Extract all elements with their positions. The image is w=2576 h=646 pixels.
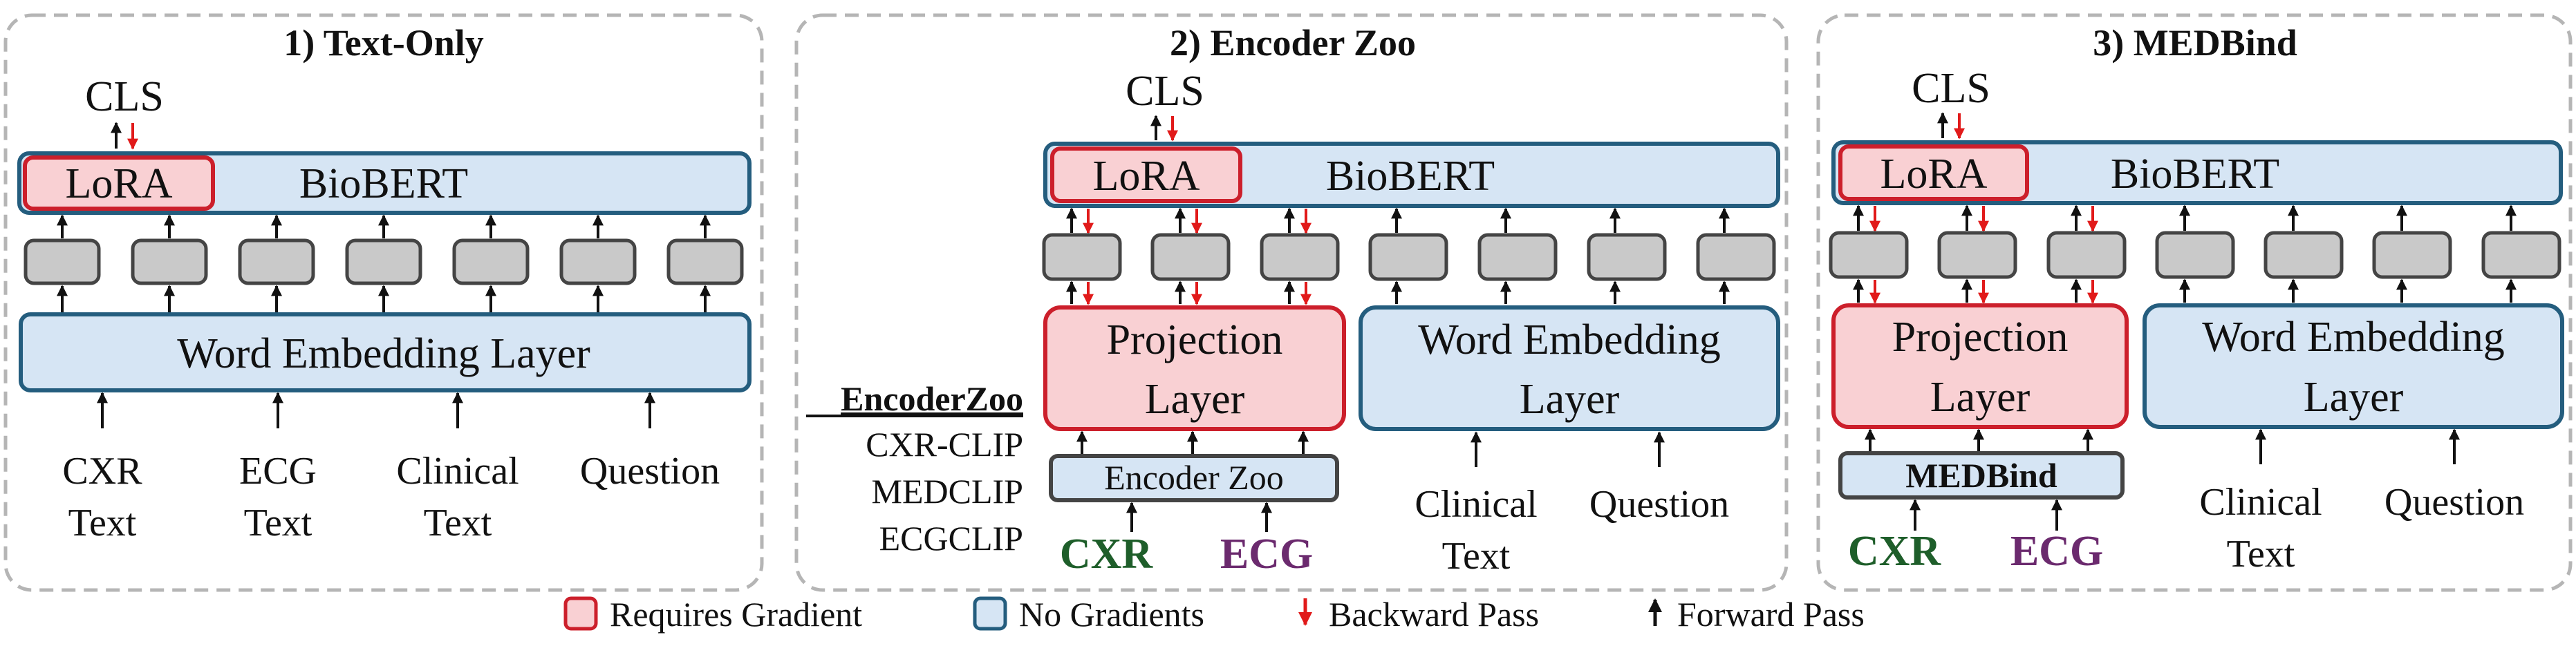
panel-2-biobert-label: BioBERT [1326, 153, 1495, 200]
panel-3-token [1937, 231, 2017, 279]
panel-2-token [1587, 233, 1667, 281]
panel-2-title: 2) Encoder Zoo [1170, 22, 1416, 64]
panel-1-token [24, 238, 101, 285]
panel-3-clinical-line-2: Text [2227, 533, 2295, 576]
panel-1-input-1-line-1: CXR [62, 450, 142, 493]
legend-requires-gradient-label: Requires Gradient [610, 595, 862, 634]
panel-3-word-embedding-box [2143, 303, 2564, 429]
panel-1-lora-label: LoRA [66, 160, 173, 207]
panel-1-input-2-line-1: ECG [239, 450, 317, 493]
panel-1-input-3-line-1: Clinical [396, 450, 519, 493]
panel-3-token [2155, 231, 2235, 279]
panel-3-clinical-line-1: Clinical [2199, 481, 2322, 524]
panel-3-cxr-label: CXR [1848, 528, 1942, 575]
panel-3-token [1829, 231, 1909, 279]
panel-1-token [131, 238, 208, 285]
panel-1-token [238, 238, 315, 285]
panel-2-token [1260, 233, 1340, 281]
panel-1-token [345, 238, 422, 285]
panel-3-question-label: Question [2384, 481, 2524, 524]
panel-2-token [1696, 233, 1776, 281]
panel-2-ecg-label: ECG [1220, 531, 1313, 578]
panel-3-word-embedding-line-1: Word Embedding [2202, 314, 2505, 361]
panel-3-token [2046, 231, 2127, 279]
panel-2-lora-box [1050, 146, 1242, 203]
panel-3-ecg-label: ECG [2010, 528, 2103, 575]
panel-3-biobert-label: BioBERT [2111, 151, 2279, 198]
panel-2-question-label: Question [1589, 483, 1729, 526]
panel-3-medbind-label: MEDBind [1905, 456, 2057, 495]
encoder-zoo-list-heading: EncoderZoo [841, 379, 1023, 418]
panel-2-token [1150, 233, 1231, 281]
panel-3: CLS LoRA BioBERT [1829, 65, 2564, 576]
encoder-zoo-list-item: ECGCLIP [879, 519, 1023, 558]
panel-3-lora-box [1838, 144, 2029, 201]
panel-2-clinical-line-2: Text [1442, 535, 1511, 578]
panel-3-projection-line-1: Projection [1892, 314, 2069, 361]
panel-2-lora-label: LoRA [1093, 153, 1200, 200]
panel-2-encoder-zoo-box [1049, 454, 1339, 502]
panel-3-token [2372, 231, 2452, 279]
panel-2-encoder-zoo-label: Encoder Zoo [1104, 458, 1284, 497]
panel-3-title: 3) MEDBind [2093, 22, 2297, 64]
panel-1-frame [3, 13, 764, 592]
panel-2-token [1368, 233, 1448, 281]
legend-no-gradients-swatch [973, 596, 1007, 631]
panel-2-token [1042, 233, 1122, 281]
panel-2-clinical-line-1: Clinical [1415, 483, 1537, 526]
encoder-zoo-list-item: CXR-CLIP [866, 425, 1023, 464]
panel-2: CLS LoRA BioBERT [806, 68, 1780, 578]
legend-requires-gradient-swatch [563, 596, 598, 631]
panel-2-token [1477, 233, 1558, 281]
panel-2-projection-line-2: Layer [1145, 376, 1245, 423]
panel-3-token [2264, 231, 2344, 279]
panel-2-word-embedding-line-1: Word Embedding [1418, 316, 1721, 363]
panel-3-lora-label: LoRA [1880, 151, 1988, 198]
panel-1-input-1-line-2: Text [68, 502, 137, 544]
panel-3-token [2481, 231, 2561, 279]
panel-1-input-2-line-2: Text [244, 502, 312, 544]
legend-backward-pass-label: Backward Pass [1329, 595, 1539, 634]
panel-1-token [559, 238, 637, 285]
panel-1-word-embedding-label: Word Embedding Layer [177, 330, 590, 377]
legend: Requires Gradient No Gradients Backward … [563, 595, 1865, 634]
panel-1-biobert-label: BioBERT [299, 160, 468, 207]
panel-3-medbind-box [1838, 451, 2125, 500]
panel-1-token [452, 238, 530, 285]
panel-3-projection-box [1831, 303, 2129, 429]
panel-1-title: 1) Text-Only [283, 22, 484, 64]
panel-3-cls-label: CLS [1912, 65, 1990, 112]
panel-2-projection-line-1: Projection [1107, 316, 1283, 363]
panel-1: CLS LoRA BioBERT [17, 73, 752, 544]
panel-2-cls-label: CLS [1126, 68, 1204, 115]
panel-2-frame [794, 13, 1789, 592]
panel-1-input-4-line-1: Question [580, 450, 720, 493]
encoder-zoo-list-item: MEDCLIP [872, 472, 1023, 511]
panel-1-cls-label: CLS [85, 73, 164, 120]
panel-2-word-embedding-line-2: Layer [1520, 376, 1620, 423]
legend-no-gradients-label: No Gradients [1019, 595, 1204, 634]
panel-2-cxr-label: CXR [1060, 531, 1154, 578]
legend-forward-pass-label: Forward Pass [1677, 595, 1865, 634]
panel-1-input-3-line-2: Text [424, 502, 492, 544]
panel-1-lora-box [23, 155, 215, 211]
panel-3-projection-line-2: Layer [1930, 374, 2031, 421]
panel-3-frame [1816, 13, 2573, 592]
panel-2-projection-box [1043, 305, 1346, 431]
panel-3-word-embedding-line-2: Layer [2304, 374, 2404, 421]
panel-2-word-embedding-box [1359, 305, 1780, 431]
panel-1-token [666, 238, 744, 285]
panel-1-word-embedding-box [19, 312, 752, 392]
